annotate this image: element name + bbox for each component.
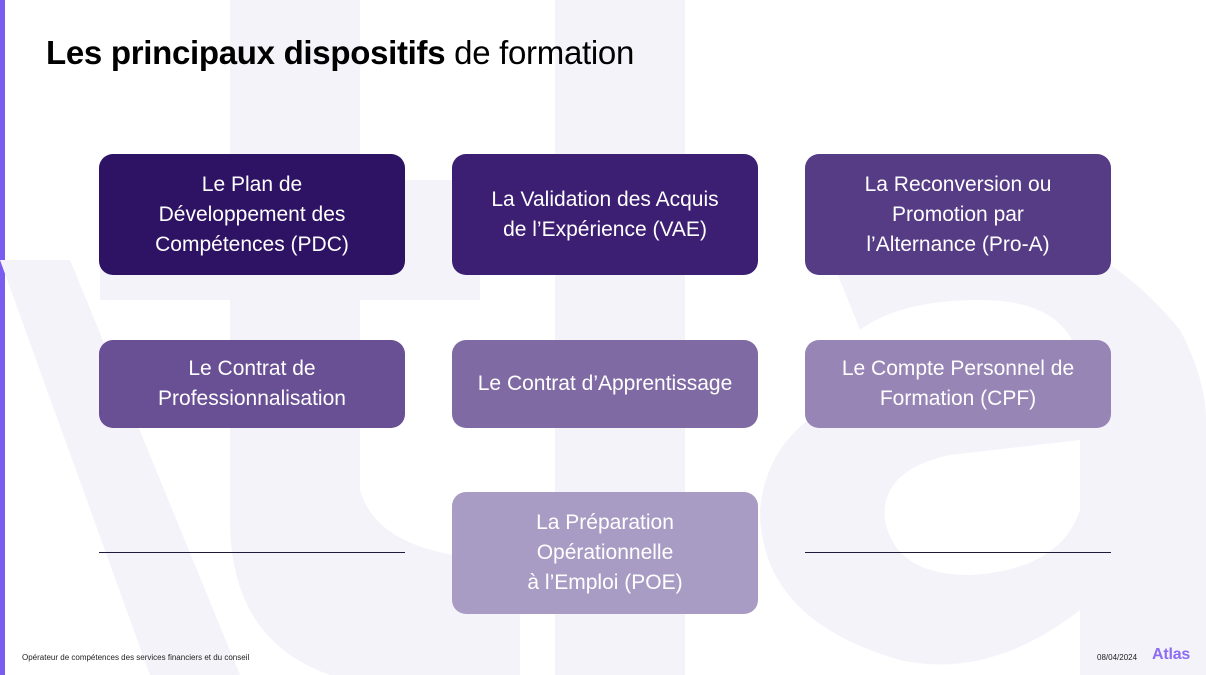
box-contrat-apprentissage: Le Contrat d’Apprentissage xyxy=(452,340,758,428)
watermark-letter-a xyxy=(0,260,240,675)
box-plan-developpement-competences: Le Plan de Développement des Compétences… xyxy=(99,154,405,275)
box-compte-personnel-formation: Le Compte Personnel de Formation (CPF) xyxy=(805,340,1111,428)
box-contrat-professionnalisation: Le Contrat de Professionnalisation xyxy=(99,340,405,428)
page-title-bold: Les principaux dispositifs xyxy=(46,34,446,71)
atlas-logo: Atlas xyxy=(1152,646,1191,663)
page-title-rest: de formation xyxy=(445,34,634,71)
footer-organization: Opérateur de compétences des services fi… xyxy=(22,653,250,662)
box-preparation-operationnelle-emploi: La Préparation Opérationnelle à l’Emploi… xyxy=(452,492,758,614)
watermark-letter-t xyxy=(100,0,520,675)
box-validation-acquis-experience: La Validation des Acquis de l’Expérience… xyxy=(452,154,758,275)
divider-line-right xyxy=(805,552,1111,553)
box-reconversion-promotion-alternance: La Reconversion ou Promotion par l’Alter… xyxy=(805,154,1111,275)
divider-line-left xyxy=(99,552,405,553)
page-title: Les principaux dispositifs de formation xyxy=(46,34,634,72)
footer-date: 08/04/2024 xyxy=(1097,653,1138,662)
left-accent-bar xyxy=(0,0,5,675)
watermark-letter-a2 xyxy=(760,213,1206,675)
